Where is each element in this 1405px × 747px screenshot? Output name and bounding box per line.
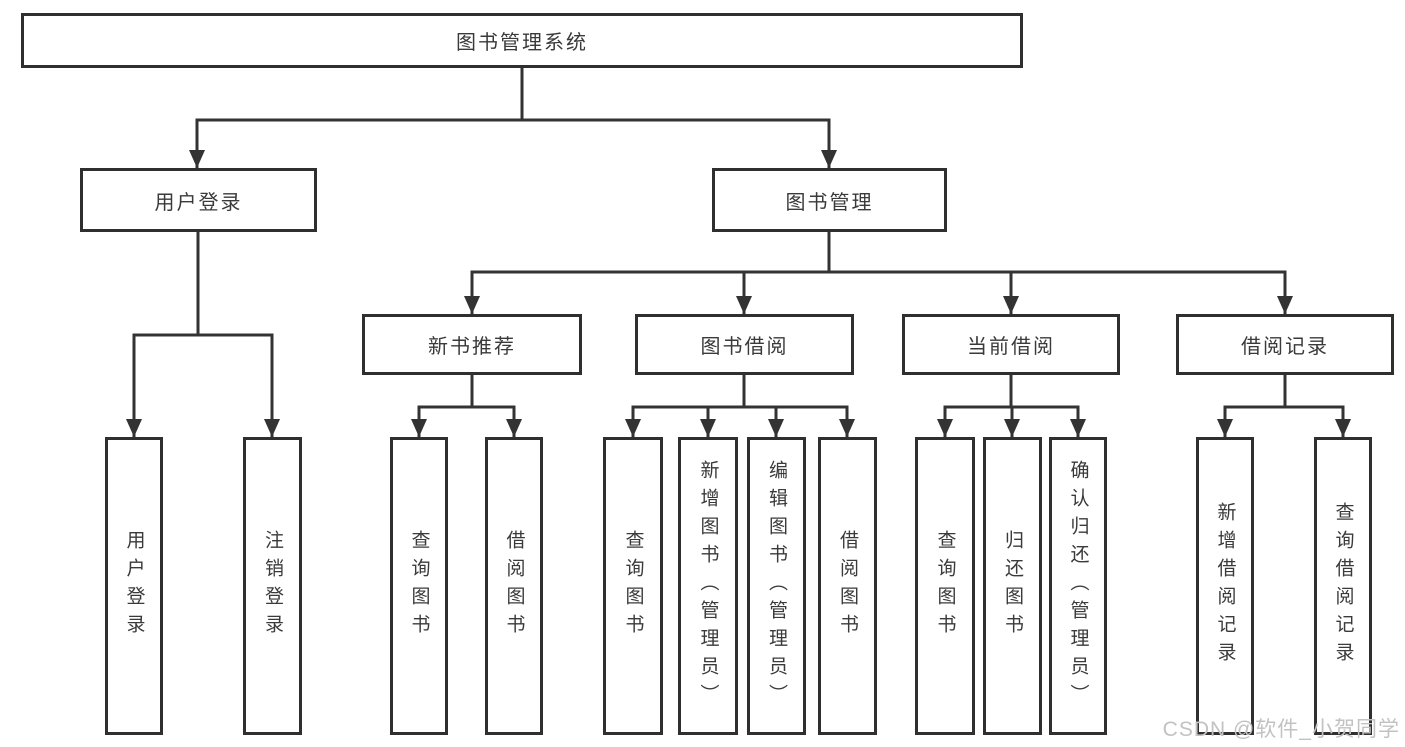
leaf-borrow-books-recommend: 借阅图书	[485, 437, 543, 735]
leaf-add-book-admin: 新增图书（管理员）	[678, 437, 738, 735]
node-label: 确认归还（管理员）	[1067, 460, 1089, 712]
leaf-query-borrow-record: 查询借阅记录	[1314, 437, 1372, 735]
node-label: 注销登录	[262, 530, 283, 642]
leaf-query-books-recommend: 查询图书	[390, 437, 448, 735]
node-label: 新增借阅记录	[1214, 502, 1236, 670]
node-root: 图书管理系统	[21, 13, 1023, 68]
node-label: 借阅图书	[503, 530, 525, 642]
branch-current-borrow: 当前借阅	[902, 314, 1120, 375]
leaf-confirm-return-admin: 确认归还（管理员）	[1049, 437, 1107, 735]
node-label: 当前借阅	[967, 336, 1055, 358]
leaf-return-book: 归还图书	[983, 437, 1042, 735]
watermark: CSDN @软件_小贺同学	[1162, 718, 1400, 741]
leaf-add-borrow-record: 新增借阅记录	[1196, 437, 1254, 735]
node-label: 编辑图书（管理员）	[766, 460, 787, 712]
node-user-login: 用户登录	[80, 168, 317, 232]
node-label: 新增图书（管理员）	[697, 460, 719, 712]
branch-book-borrow: 图书借阅	[635, 314, 854, 375]
leaf-edit-book-admin: 编辑图书（管理员）	[747, 437, 806, 735]
leaf-logout: 注销登录	[243, 437, 302, 735]
node-label: 用户登录	[154, 191, 243, 214]
node-label: 查询图书	[622, 530, 644, 642]
leaf-query-books-borrow: 查询图书	[603, 437, 663, 735]
node-label: 图书管理系统	[456, 32, 588, 54]
leaf-query-books-current: 查询图书	[915, 437, 975, 735]
node-book-management: 图书管理	[712, 168, 947, 232]
node-label: 用户登录	[123, 530, 145, 642]
node-label: 归还图书	[1002, 530, 1023, 642]
node-label: 图书管理	[785, 191, 874, 214]
node-label: 借阅记录	[1241, 336, 1329, 358]
branch-borrow-records: 借阅记录	[1176, 314, 1394, 375]
node-label: 查询借阅记录	[1332, 502, 1354, 670]
node-label: 新书推荐	[428, 336, 516, 358]
node-label: 查询图书	[934, 530, 956, 642]
leaf-user-login: 用户登录	[105, 437, 163, 735]
node-label: 查询图书	[408, 530, 430, 642]
node-label: 图书借阅	[700, 336, 789, 358]
leaf-borrow-books: 借阅图书	[818, 437, 877, 735]
node-label: 借阅图书	[837, 530, 858, 642]
branch-new-book-recommend: 新书推荐	[362, 314, 582, 375]
